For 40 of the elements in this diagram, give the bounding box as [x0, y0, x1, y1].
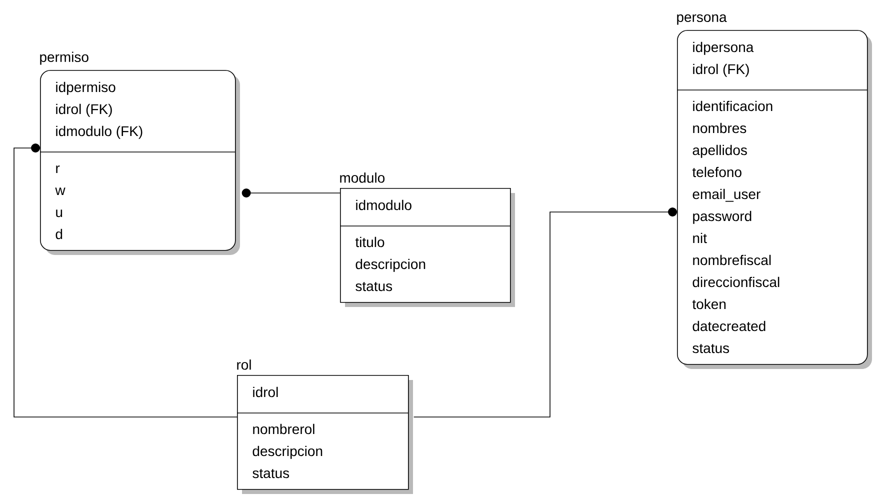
attribute-name: nit: [693, 232, 707, 244]
entity-table: [236, 360, 413, 494]
attribute-name: r: [56, 165, 60, 173]
attribute-name: idmodulo: [356, 200, 412, 210]
relationship-line: [14, 144, 238, 418]
attribute-name: direccionfiscal: [692, 276, 780, 288]
entity-name: persona: [677, 14, 727, 25]
attribute-name: descripcion: [252, 446, 322, 459]
attribute-name: password: [693, 210, 752, 224]
attribute-name: u: [56, 210, 62, 218]
attribute-name: titulo: [355, 236, 384, 248]
attribute-name: idrol: [253, 386, 278, 398]
attribute-name: nombrerol: [253, 424, 314, 434]
attribute-name: descripcion: [356, 258, 426, 272]
attribute-name: idpermiso: [56, 82, 116, 95]
attribute-name: status: [356, 282, 392, 292]
attribute-name: apellidos: [692, 144, 747, 158]
attribute-name: nombres: [693, 122, 746, 134]
entity-table: [40, 52, 240, 255]
attribute-name: nombrefiscal: [693, 254, 771, 266]
attribute-name: token: [692, 298, 726, 310]
attribute-name: telefono: [692, 166, 742, 178]
attribute-name: status: [252, 468, 290, 478]
relationship-line: [242, 188, 340, 198]
attribute-name: identificacion: [693, 100, 772, 112]
attribute-name: datecreated: [692, 320, 766, 332]
entity-table: [340, 172, 515, 307]
entity-table: [676, 14, 872, 369]
entity-name: permiso: [40, 52, 88, 65]
attribute-name: idrol (FK): [56, 104, 112, 117]
attribute-name: status: [692, 344, 730, 354]
relationship-line: [413, 208, 677, 418]
attribute-name: idpersona: [693, 42, 754, 55]
attribute-name: email_user: [692, 188, 760, 202]
attribute-name: idmodulo (FK): [56, 126, 142, 139]
attribute-name: d: [56, 228, 62, 240]
attribute-name: idrol (FK): [693, 64, 749, 77]
entity-name: rol: [237, 360, 251, 370]
attribute-name: w: [55, 188, 66, 195]
entity-name: modulo: [340, 172, 385, 183]
